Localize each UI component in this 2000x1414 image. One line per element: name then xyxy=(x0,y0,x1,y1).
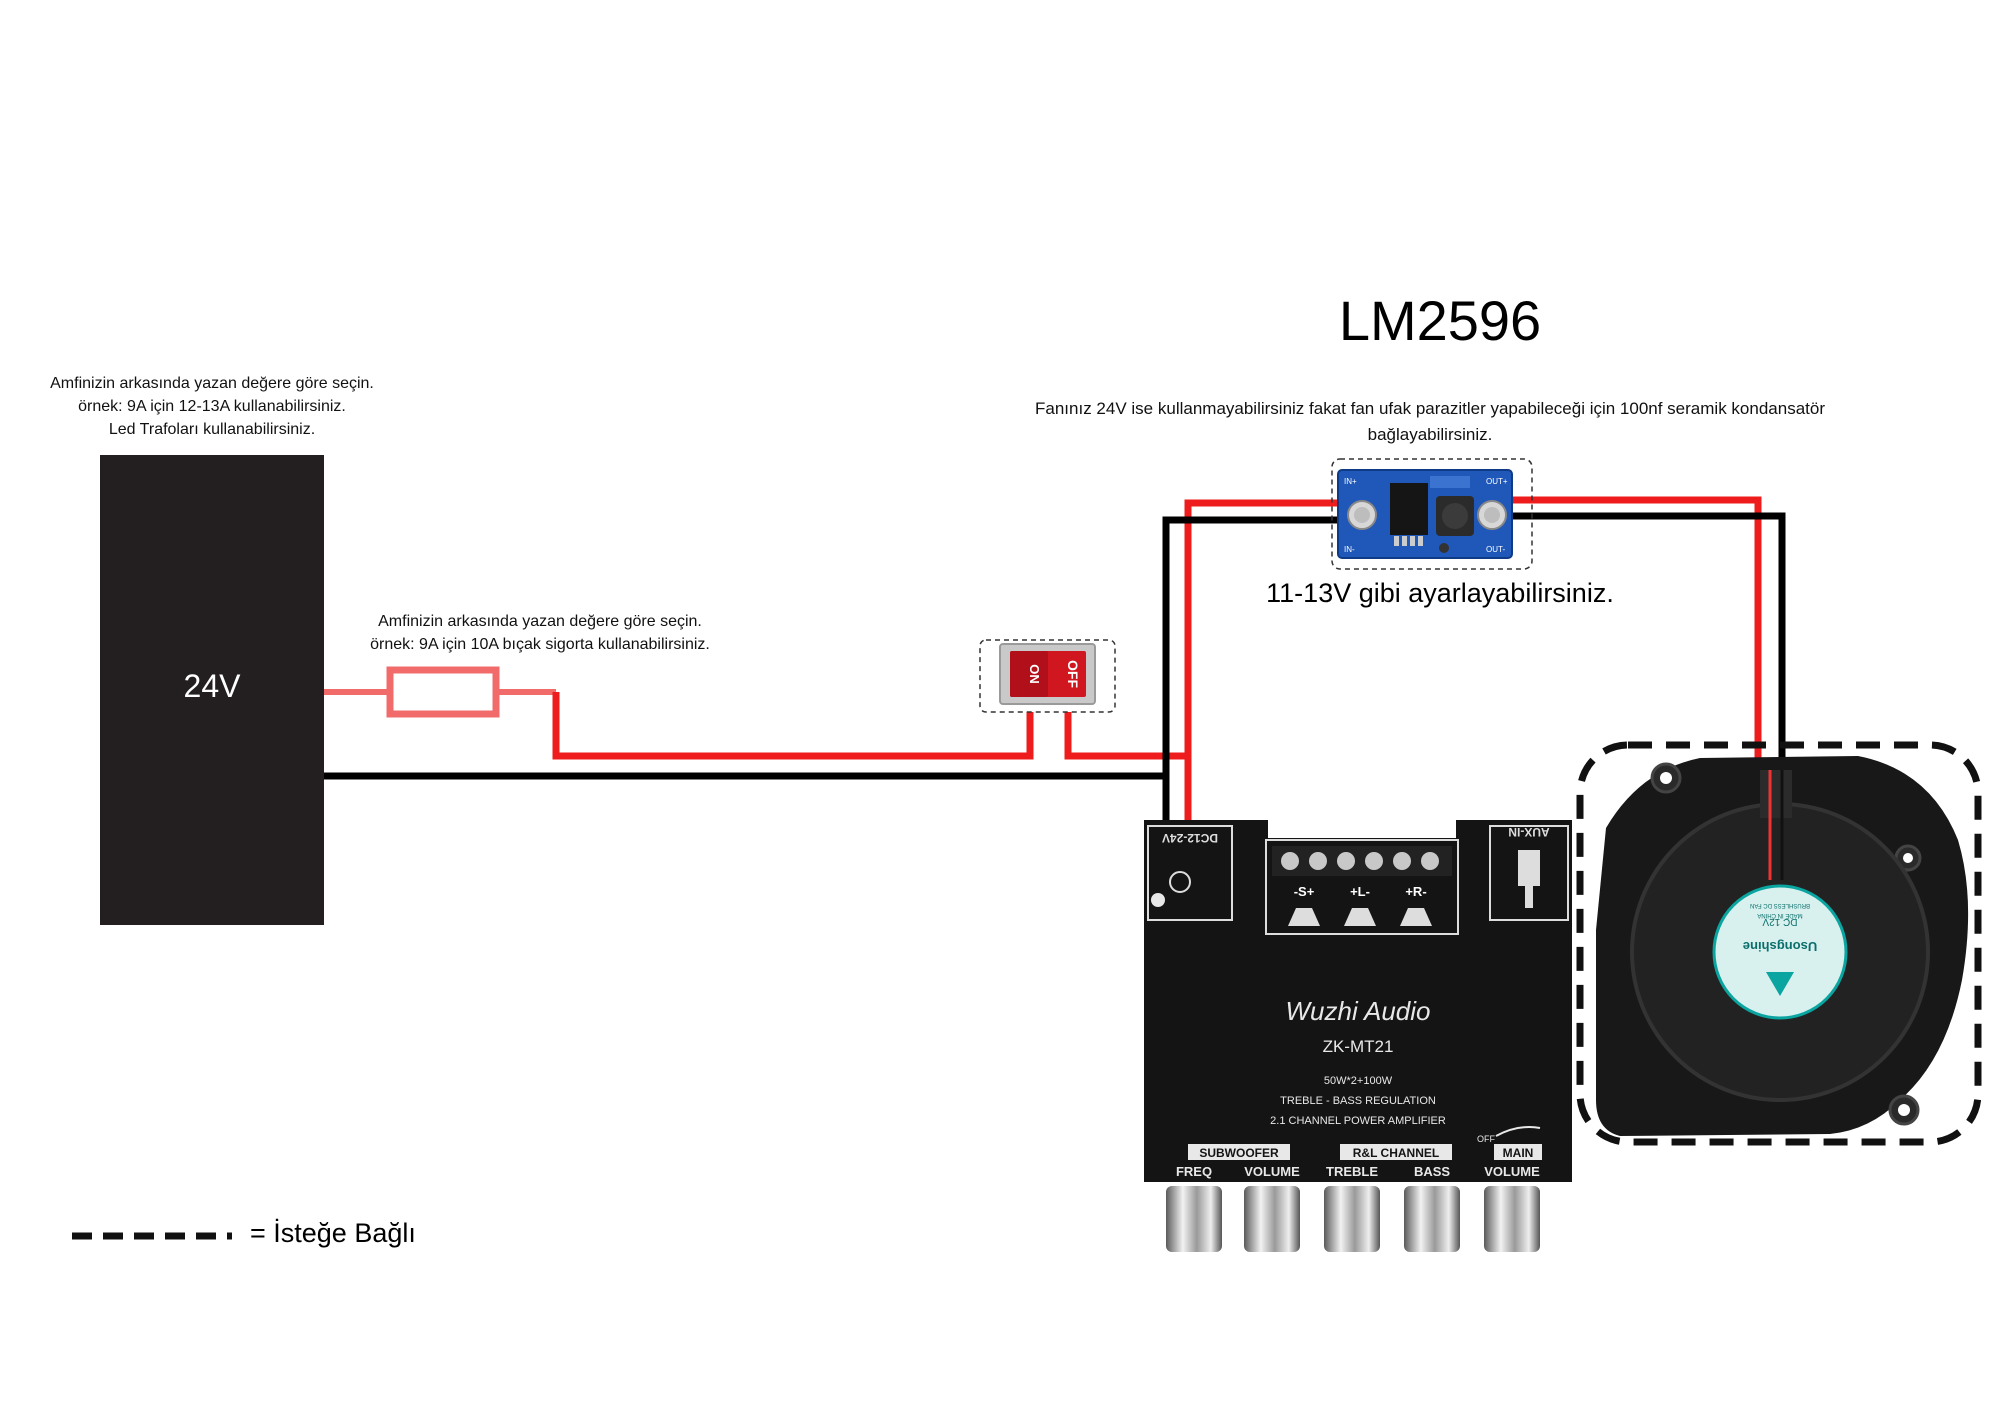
switch-optional-frame xyxy=(979,639,1116,713)
pin-out-plus: OUT+ xyxy=(1486,477,1508,486)
speaker-icon xyxy=(1288,908,1320,926)
group-subwoofer: SUBWOOFER xyxy=(1199,1146,1279,1160)
fan-label-voltage: DC 12V xyxy=(1762,916,1797,927)
fuse-note-line: örnek: 9A için 10A bıçak sigorta kullana… xyxy=(370,636,710,653)
fuse-note: Amfinizin arkasında yazan değere göre se… xyxy=(320,610,760,656)
diagram-title: LM2596 xyxy=(1338,289,1542,352)
aux-panel xyxy=(1489,825,1569,921)
group-main: MAIN xyxy=(1503,1146,1534,1160)
negative-wire-supply-to-amp xyxy=(324,772,1170,905)
power-input-panel xyxy=(1147,825,1233,921)
switch-on-label: ON xyxy=(1027,664,1042,684)
switch-off-label: OFF xyxy=(1065,660,1081,688)
converter-adjust-note: 11-13V gibi ayarlayabilirsiniz. xyxy=(1266,578,1614,608)
terminal-label-r: +R- xyxy=(1405,884,1426,899)
speaker-icon xyxy=(1344,908,1376,926)
converter-note-line: Fanınız 24V ise kullanmayabilirsiniz fak… xyxy=(1035,399,1825,418)
volume-arrow-icon xyxy=(1495,1126,1541,1137)
amplifier-zk-mt21: DC12-24V -S+ +L- +R- AUX-IN Wuzhi Audio … xyxy=(1144,820,1572,1252)
amp-spec-2: TREBLE - BASS REGULATION xyxy=(1280,1095,1436,1107)
positive-wire-fuse-to-switch xyxy=(552,692,1034,760)
amp-model: ZK-MT21 xyxy=(1323,1037,1394,1056)
knob-label-treble: TREBLE xyxy=(1326,1164,1378,1179)
knob-label-freq: FREQ xyxy=(1176,1164,1212,1179)
pin-out-minus: OUT- xyxy=(1486,545,1505,554)
knob-bass xyxy=(1404,1186,1460,1252)
lm2596-converter-module: IN+ IN- OUT+ OUT- xyxy=(1337,469,1513,559)
negative-wire-to-converter xyxy=(1162,516,1338,776)
negative-wire-converter-to-fan xyxy=(1512,512,1786,770)
fuse xyxy=(324,666,556,718)
fan-label-brand: Usongshine xyxy=(1743,939,1817,954)
legend-label: = İsteğe Bağlı xyxy=(250,1218,416,1248)
amp-spec-3: 2.1 CHANNEL POWER AMPLIFIER xyxy=(1270,1115,1446,1127)
power-supply-label: 24V xyxy=(183,668,241,704)
power-screw-terminal xyxy=(1151,893,1165,907)
aux-jack-icon xyxy=(1518,850,1540,886)
power-supply-note-line: örnek: 9A için 12-13A kullanabilirsiniz. xyxy=(78,398,346,415)
power-supply-note: Amfinizin arkasında yazan değere göre se… xyxy=(0,372,424,441)
positive-wire-to-converter xyxy=(1184,499,1338,756)
fan-logo-icon xyxy=(1766,972,1794,996)
terminal-label-l: +L- xyxy=(1350,884,1370,899)
knob-treble xyxy=(1324,1186,1380,1252)
amp-spec-1: 50W*2+100W xyxy=(1324,1075,1393,1087)
lm2596-chip xyxy=(1390,483,1428,535)
speaker-icon xyxy=(1400,908,1432,926)
amp-brand: Wuzhi Audio xyxy=(1286,996,1431,1026)
positive-wire-switch-to-amp xyxy=(1064,712,1192,880)
knob-label-bass: BASS xyxy=(1414,1164,1450,1179)
fan-connector xyxy=(1760,770,1792,818)
knob-main-volume xyxy=(1484,1186,1540,1252)
fuse-note-line: Amfinizin arkasında yazan değere göre se… xyxy=(378,613,702,630)
converter-optional-frame xyxy=(1331,458,1533,570)
converter-note: Fanınız 24V ise kullanmayabilirsiniz fak… xyxy=(960,396,1900,448)
pin-in-minus: IN- xyxy=(1344,545,1355,554)
aux-label: AUX-IN xyxy=(1508,825,1549,839)
group-rl-channel: R&L CHANNEL xyxy=(1353,1146,1439,1160)
blower-fan: DC 12V BRUSHLESS DC FAN MADE IN CHINA Us… xyxy=(1596,756,1969,1136)
speaker-terminal-panel xyxy=(1265,839,1459,935)
converter-note-line: bağlayabilirsiniz. xyxy=(1367,425,1493,444)
fan-label-type: BRUSHLESS DC FAN xyxy=(1750,902,1810,908)
fan-sticker xyxy=(1712,884,1848,1020)
knob-label-main-volume: VOLUME xyxy=(1484,1164,1540,1179)
pin-in-plus: IN+ xyxy=(1344,477,1357,486)
dc-jack xyxy=(1169,871,1191,893)
knob-freq xyxy=(1166,1186,1222,1252)
positive-wire-converter-to-fan xyxy=(1512,496,1762,765)
power-supply-note-line: Led Trafoları kullanabilirsiniz. xyxy=(108,421,316,438)
knob-label-sub-volume: VOLUME xyxy=(1244,1164,1300,1179)
amp-off-label: OFF xyxy=(1477,1134,1495,1144)
power-input-label: DC12-24V xyxy=(1162,831,1218,845)
power-supply-24v xyxy=(100,455,324,925)
trim-potentiometer xyxy=(1439,543,1449,553)
power-supply-note-line: Amfinizin arkasında yazan değere göre se… xyxy=(50,375,374,392)
knob-sub-volume xyxy=(1244,1186,1300,1252)
fan-label-origin: MADE IN CHINA xyxy=(1757,912,1802,918)
terminal-label-s: -S+ xyxy=(1294,884,1315,899)
rocker-switch: ON OFF xyxy=(999,643,1096,705)
